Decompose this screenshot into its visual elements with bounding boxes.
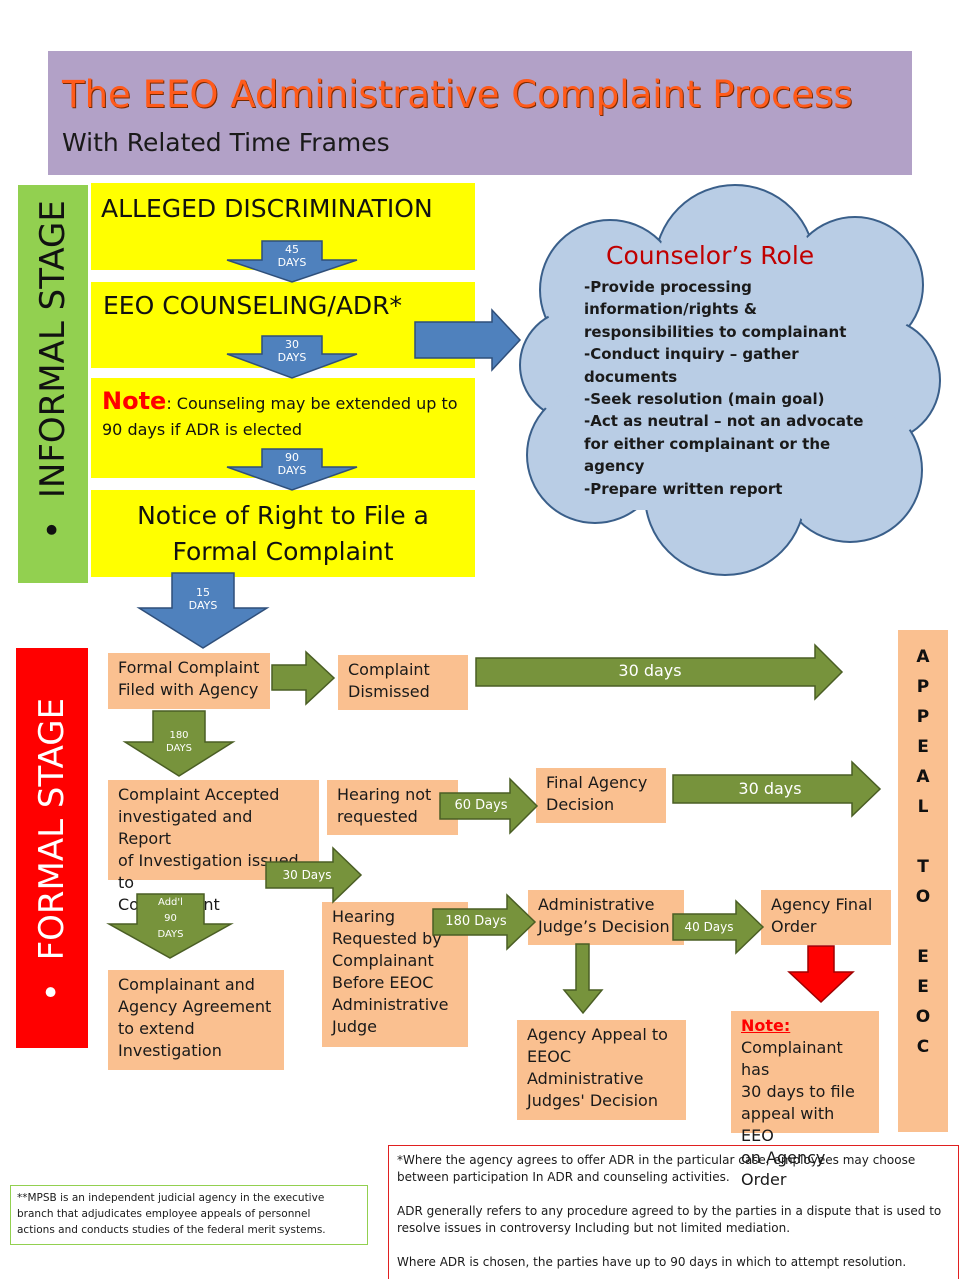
alleged-discrimination-text: ALLEGED DISCRIMINATION — [101, 194, 433, 223]
appeal-letter: E — [917, 737, 929, 757]
appeal-letter: E — [917, 977, 929, 997]
appeal-letter: P — [916, 677, 930, 697]
header-banner — [48, 51, 912, 175]
footnote-mpsb: **MPSB is an independent judicial agency… — [10, 1185, 368, 1245]
arrow-60-days — [439, 777, 539, 835]
arrow-180b-label: 180 Days — [445, 914, 507, 929]
footnote-adr: *Where the agency agrees to offer ADR in… — [388, 1145, 959, 1279]
notice-box: Notice of Right to File a Formal Complai… — [91, 490, 475, 577]
arrow-40-days — [672, 899, 765, 955]
arrow-fad-to-appeal — [672, 760, 882, 818]
page-subtitle: With Related Time Frames — [62, 128, 390, 157]
arrow-fad-appeal-label: 30 days — [738, 779, 802, 798]
counselor-role-line: responsibilities to complainant — [584, 322, 847, 341]
arrow-dismissed-appeal-label: 30 days — [618, 661, 682, 680]
counselor-role-line: -Act as neutral – not an advocate — [584, 412, 864, 431]
appeal-to-eeoc-box — [898, 630, 948, 1132]
formal-stage-bar — [16, 648, 88, 1048]
hearing-not-requested-box: Hearing not requested — [327, 780, 458, 835]
complainant-note-box: Note: Complainant has 30 days to file ap… — [731, 1011, 879, 1189]
arrow-addl-90-days — [106, 893, 234, 959]
appeal-letter: O — [915, 887, 931, 907]
appeal-letter: A — [916, 767, 930, 787]
appeal-letter: T — [917, 857, 929, 877]
counselor-role-title: Counselor’s Role — [606, 241, 815, 270]
agency-final-order-box: Agency Final Order — [761, 890, 891, 945]
appeal-letter: A — [916, 647, 930, 667]
extend-investigation-box: Complainant and Agency Agreement to exte… — [108, 970, 284, 1070]
agency-appeal-box: Agency Appeal to EEOC Administrative Jud… — [517, 1020, 686, 1120]
appeal-letter: E — [917, 947, 929, 967]
eeo-counseling-text: EEO COUNSELING/ADR* — [103, 291, 403, 320]
complainant-note-label: Note: — [741, 1016, 791, 1035]
arrow-40-label: 40 Days — [684, 920, 734, 934]
counselor-role-line: agency — [584, 457, 645, 476]
arrow-final-order-note — [787, 945, 855, 1004]
appeal-letter: L — [917, 797, 929, 817]
complaint-dismissed-box: Complaint Dismissed — [338, 655, 468, 710]
arrow-30-days — [226, 335, 358, 379]
aj-decision-box: Administrative Judge’s Decision — [528, 890, 684, 945]
page-title: The EEO Administrative Complaint Process — [62, 73, 853, 116]
counselor-role-line: -Provide processing — [584, 278, 752, 296]
counselor-role-line: -Prepare written report — [584, 479, 783, 498]
notice-text: Notice of Right to File a Formal Complai… — [137, 501, 429, 566]
counselor-role-list: -Provide processing information/rights & r… — [584, 276, 874, 500]
appeal-letter: C — [916, 1037, 930, 1057]
note-label: Note — [102, 387, 167, 415]
arrow-to-counselor — [414, 308, 522, 372]
counselor-role-line: information/rights & — [584, 300, 757, 319]
counselor-role-line: documents — [584, 367, 678, 386]
arrow-filed-to-dismissed — [271, 650, 336, 706]
arrow-30-hearing-label: 30 Days — [282, 868, 332, 882]
arrow-45-days — [226, 240, 358, 283]
appeal-letter: O — [915, 1007, 931, 1027]
counselor-role-line: -Conduct inquiry – gather — [584, 345, 799, 364]
arrow-15-days — [136, 572, 270, 649]
counselor-role-line: -Seek resolution (main goal) — [584, 390, 825, 409]
arrow-60-label: 60 Days — [454, 798, 508, 813]
arrow-30-days-hearing — [265, 846, 363, 904]
informal-stage-bar — [18, 185, 88, 583]
arrow-180-days-aj — [432, 893, 537, 951]
final-agency-decision-box: Final Agency Decision — [536, 768, 666, 823]
arrow-180-days — [122, 710, 236, 777]
arrow-aj-to-appeal — [562, 943, 604, 1015]
note-text: Note: Counseling may be extended up to 9… — [102, 387, 458, 439]
formal-complaint-filed-box: Formal Complaint Filed with Agency — [108, 653, 270, 709]
appeal-letter: P — [916, 707, 930, 727]
counselor-role-line: for either complainant or the — [584, 434, 831, 453]
arrow-dismissed-to-appeal — [475, 643, 844, 701]
arrow-90-days — [226, 448, 358, 491]
